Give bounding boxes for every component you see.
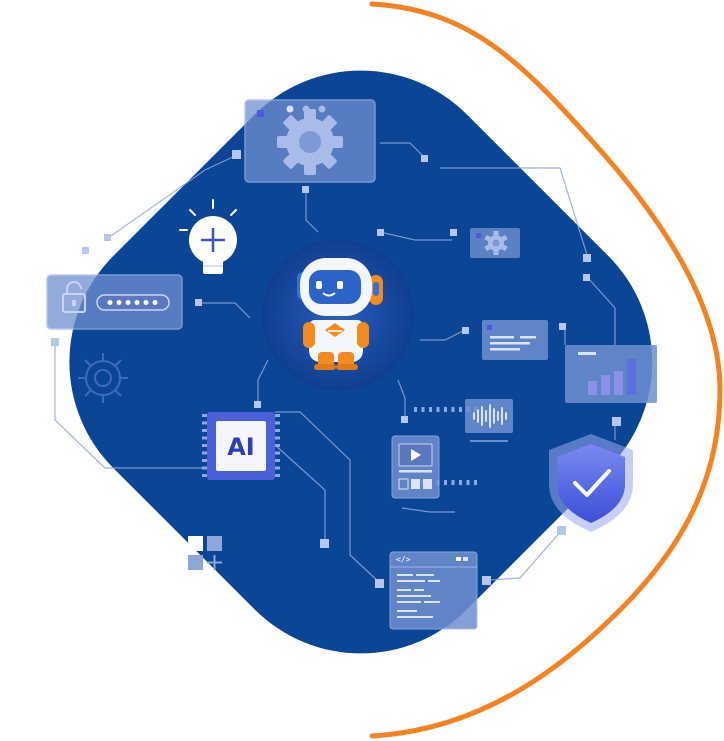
bar-chart-card-icon: [565, 345, 657, 403]
chip-pin: [202, 421, 207, 425]
chip-pin: [474, 480, 477, 485]
ai-chip-icon: AI: [202, 407, 477, 485]
security-shield-check-icon: [549, 434, 633, 532]
chip-pin: [466, 480, 470, 485]
password-field-icon: [46, 274, 183, 330]
chip-pin: [451, 407, 455, 412]
chip-pin: [275, 421, 280, 425]
chip-pin: [275, 474, 280, 477]
chip-pin: [202, 466, 207, 470]
chip-pin: [459, 407, 462, 412]
chip-pin: [202, 451, 207, 455]
chip-pin: [421, 407, 425, 412]
chip-pin: [202, 474, 207, 477]
chip-pin: [202, 459, 207, 462]
chip-pin: [429, 407, 432, 412]
chip-pin: [275, 436, 280, 440]
chip-pin: [459, 480, 462, 485]
grid-plus-icon: [188, 536, 222, 570]
chip-pin: [275, 459, 280, 462]
audio-wave-icon: [465, 399, 513, 442]
chip-pin: [436, 407, 440, 412]
connection-dots: [51, 150, 621, 588]
chip-pin: [444, 480, 447, 485]
chip-pin: [202, 414, 207, 417]
chip-pin: [275, 466, 280, 470]
accent-arc: [369, 1, 723, 739]
chip-pin: [444, 407, 447, 412]
bar-4: [627, 359, 636, 395]
bar-2: [601, 375, 610, 395]
robot-mascot-icon: [262, 239, 414, 391]
chip-pin: [202, 436, 207, 440]
connection-lines: [54, 142, 616, 584]
chip-pin: [414, 407, 417, 412]
chip-pin: [202, 429, 207, 432]
chip-pin: [275, 451, 280, 455]
chip-pin: [202, 444, 207, 447]
settings-window-icon: [244, 99, 376, 183]
text-lines-card-icon: [482, 320, 548, 360]
chip-label: AI: [227, 433, 255, 461]
small-gear-card-icon: [470, 228, 520, 258]
chip-pin: [275, 414, 280, 417]
outline-gear-icon: [78, 353, 128, 403]
video-player-icon: [391, 435, 440, 499]
bar-1: [588, 381, 597, 395]
bar-3: [614, 371, 623, 395]
code-tag: </>: [396, 555, 411, 564]
chip-pin: [275, 444, 280, 447]
code-editor-window-icon: </>: [389, 551, 478, 630]
chip-pin: [275, 429, 280, 432]
lightbulb-plus-icon: [179, 199, 237, 274]
chip-pin: [451, 480, 455, 485]
